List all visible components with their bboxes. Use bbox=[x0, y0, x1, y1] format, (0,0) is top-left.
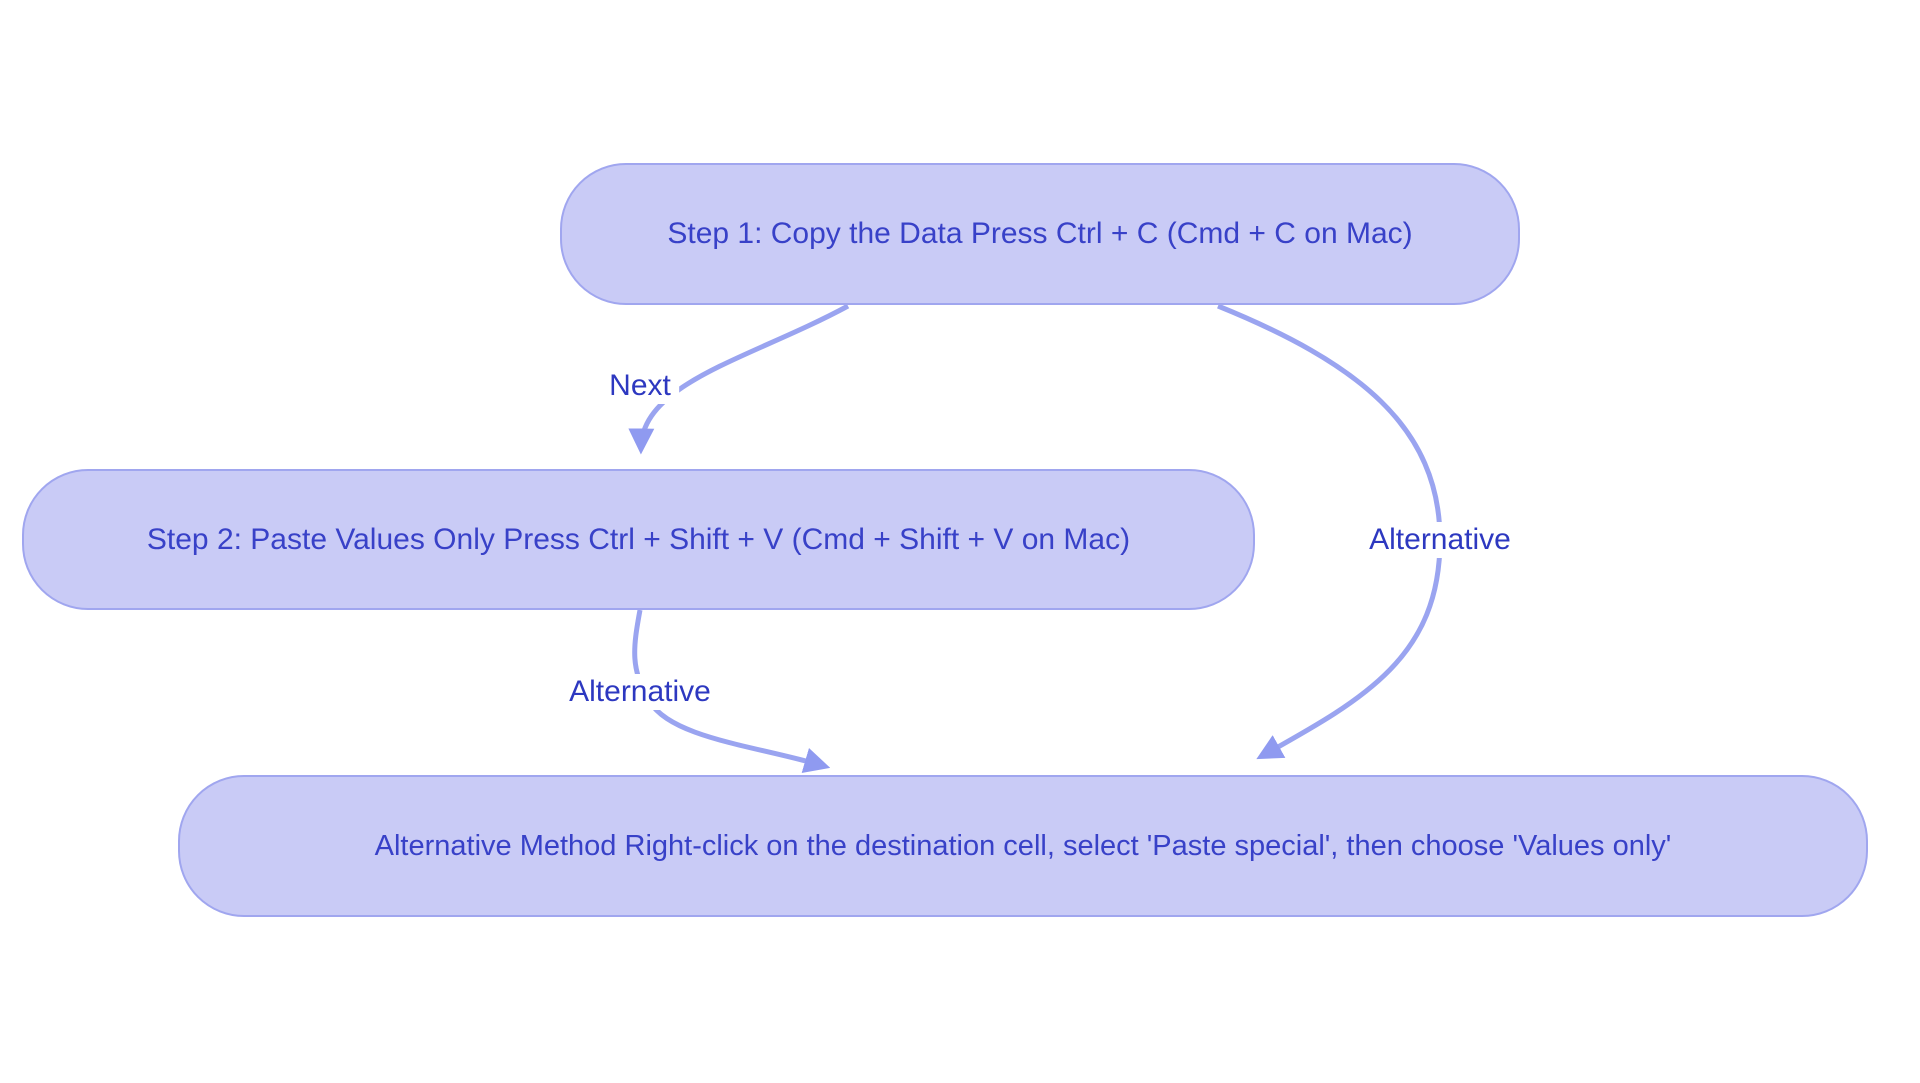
node-alt-method: Alternative Method Right-click on the de… bbox=[178, 775, 1868, 917]
node-step1: Step 1: Copy the Data Press Ctrl + C (Cm… bbox=[560, 163, 1520, 305]
edge-label-next: Next bbox=[601, 368, 679, 404]
edge-step1-to-step2 bbox=[628, 303, 850, 455]
edge-step2-to-alt-method bbox=[632, 609, 831, 773]
node-step1-label: Step 1: Copy the Data Press Ctrl + C (Cm… bbox=[667, 217, 1413, 250]
node-step2-label: Step 2: Paste Values Only Press Ctrl + S… bbox=[146, 522, 1131, 556]
node-step2: Step 2: Paste Values Only Press Ctrl + S… bbox=[22, 469, 1255, 610]
node-alt-method-label: Alternative Method Right-click on the de… bbox=[374, 829, 1672, 862]
edge-label-alternative-right: Alternative bbox=[1361, 522, 1519, 558]
edge-label-alternative-left: Alternative bbox=[561, 674, 719, 710]
